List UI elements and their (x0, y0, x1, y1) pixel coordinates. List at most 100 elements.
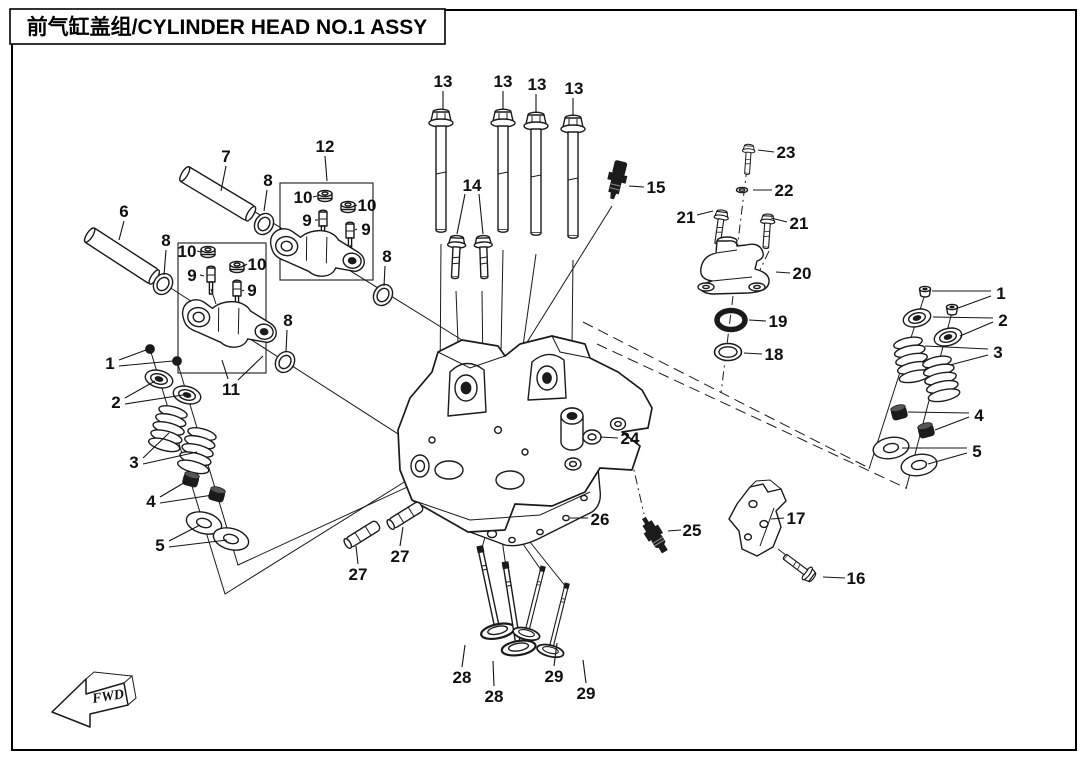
temp-sensor-15 (607, 160, 628, 200)
part-label-8: 8 (283, 311, 292, 330)
part-label-9: 9 (302, 211, 311, 230)
part-label-13: 13 (494, 72, 513, 91)
callout-leader-line (770, 217, 788, 223)
bolt-14 (445, 234, 467, 280)
part-label-13: 13 (528, 75, 547, 94)
spring-retainer-2 (170, 382, 204, 408)
callout-leader-line (168, 539, 228, 548)
callout-leader-line (492, 660, 495, 687)
part-label-9: 9 (247, 281, 256, 300)
adjust-nut-10 (317, 189, 333, 203)
spark-plug-25 (642, 516, 668, 554)
rocker-group-box-11 (177, 242, 267, 374)
title-box-rect (9, 8, 446, 45)
callout-leader-line (667, 529, 682, 532)
fwd-arrow: FWD (51, 671, 137, 728)
part-label-10: 10 (178, 242, 197, 261)
part-label-1: 1 (105, 354, 114, 373)
callout-leader-line (124, 380, 156, 399)
callout-leader-line (959, 321, 994, 337)
part-label-2: 2 (998, 311, 1007, 330)
part-label-26: 26 (591, 510, 610, 529)
valve-cotter-1 (945, 303, 959, 316)
o-ring-8d (270, 347, 300, 377)
callout-leader-line (159, 480, 188, 498)
part-label-5: 5 (972, 442, 981, 461)
valve-spring-3 (919, 352, 962, 405)
washer-22 (735, 186, 749, 194)
dowel-pin-27 (384, 500, 425, 532)
rocker-shaft-7 (179, 166, 257, 222)
bracket-17 (728, 479, 787, 557)
callout-leader-line (199, 274, 205, 277)
valve-cotter-1 (145, 344, 155, 354)
part-label-29: 29 (545, 667, 564, 686)
part-label-21: 21 (790, 214, 809, 233)
part-label-14: 14 (463, 176, 482, 195)
callout-leader-line (285, 329, 288, 353)
callout-leader-line (924, 345, 989, 350)
adjust-nut-10 (200, 245, 216, 259)
callout-leader-line (927, 452, 968, 465)
callout-leader-line (324, 155, 328, 182)
callout-leader-line (582, 659, 587, 684)
stem-seal-4 (889, 402, 909, 422)
dowel-pin-27 (341, 519, 382, 551)
part-label-10: 10 (294, 188, 313, 207)
spring-retainer-2 (142, 366, 176, 392)
callout-leader-line (628, 185, 645, 188)
callout-leader-line (456, 193, 466, 235)
callout-leader-line (748, 319, 767, 322)
part-label-6: 6 (119, 202, 128, 221)
part-label-4: 4 (146, 492, 156, 511)
callout-leader-line (142, 432, 170, 459)
valve-parts-right (870, 285, 965, 480)
callout-leader-line (124, 394, 184, 405)
part-label-4: 4 (974, 406, 984, 425)
callout-leader-line (770, 517, 785, 520)
part-label-15: 15 (647, 178, 666, 197)
bolt-14 (473, 234, 495, 280)
valve-spring-3 (890, 333, 933, 386)
callout-leader-line (241, 289, 245, 292)
part-label-28: 28 (485, 687, 504, 706)
valve-parts-left (142, 344, 252, 555)
part-label-29: 29 (577, 684, 596, 703)
part-label-9: 9 (187, 266, 196, 285)
adjust-nut-10 (340, 200, 356, 214)
head-bolt-13 (560, 114, 586, 239)
part-label-13: 13 (434, 72, 453, 91)
part-label-20: 20 (793, 264, 812, 283)
page-border (11, 9, 1077, 751)
adjust-nut-10 (229, 260, 245, 274)
head-bolt-13 (490, 108, 516, 233)
valve-cotter-1 (172, 356, 182, 366)
part-label-8: 8 (263, 171, 272, 190)
part-label-25: 25 (683, 521, 702, 540)
part-label-13: 13 (565, 79, 584, 98)
part-label-12: 12 (316, 137, 335, 156)
callout-leader-line (243, 263, 248, 267)
part-label-9: 9 (361, 220, 370, 239)
spring-retainer-2 (931, 324, 965, 350)
part-label-10: 10 (358, 196, 377, 215)
part-label-8: 8 (161, 231, 170, 250)
part-label-3: 3 (129, 453, 138, 472)
page-title: 前气缸盖组/CYLINDER HEAD NO.1 ASSY (27, 15, 428, 39)
callout-leader-line (775, 271, 791, 274)
callout-leader-line (383, 265, 386, 287)
rocker-shaft-6 (83, 227, 161, 285)
callout-leader-line (932, 316, 994, 319)
head-bolt-13 (523, 111, 549, 236)
callout-leader-line (934, 416, 970, 431)
spring-seat-5 (898, 450, 940, 480)
callout-leader-line (743, 352, 763, 355)
callout-leader-line (168, 524, 201, 542)
part-label-28: 28 (453, 668, 472, 687)
stem-seal-4 (207, 484, 227, 504)
callout-leader-line (118, 349, 147, 361)
o-ring-18 (713, 342, 743, 362)
callout-leader-line (599, 436, 619, 439)
callout-leader-line (461, 644, 466, 668)
